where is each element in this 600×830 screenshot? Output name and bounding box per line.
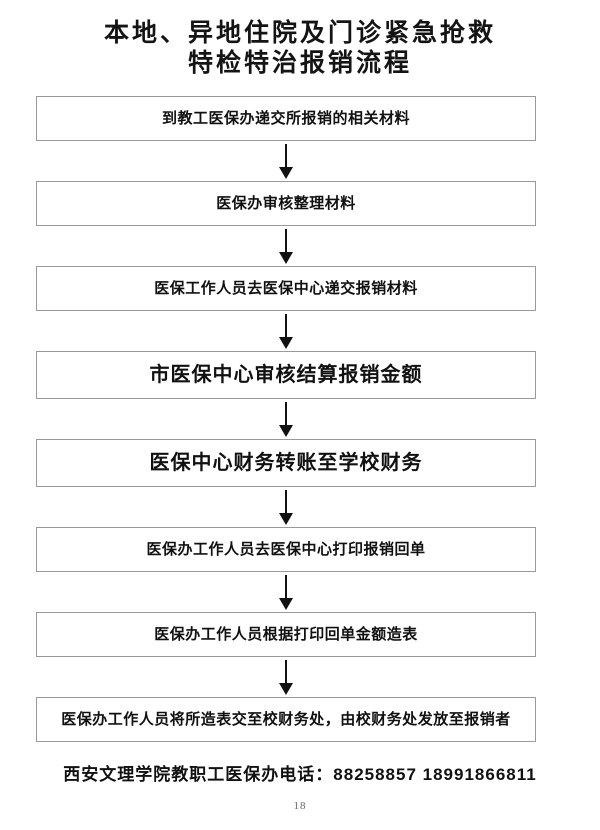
flow-connector-3 (36, 311, 536, 351)
flow-node-1-label: 到教工医保办递交所报销的相关材料 (161, 109, 410, 127)
down-arrow-icon-stem (285, 229, 287, 255)
flow-node-4: 市医保中心审核结算报销金额 (36, 351, 536, 399)
flow-node-7-label: 医保办工作人员根据打印回单金额造表 (154, 625, 418, 643)
down-arrow-icon (279, 167, 293, 179)
down-arrow-icon (279, 598, 293, 610)
flow-node-8-label: 医保办工作人员将所造表交至校财务处，由校财务处发放至报销者 (61, 710, 511, 728)
flow-connector-7 (36, 657, 536, 697)
flow-connector-1 (36, 141, 536, 181)
flow-node-6: 医保办工作人员去医保中心打印报销回单 (36, 527, 536, 572)
flow-node-8: 医保办工作人员将所造表交至校财务处，由校财务处发放至报销者 (36, 697, 536, 742)
flow-node-3-label: 医保工作人员去医保中心递交报销材料 (154, 279, 418, 297)
flow-node-2-label: 医保办审核整理材料 (216, 194, 356, 212)
flow-node-5-label: 医保中心财务转账至学校财务 (149, 452, 423, 474)
page-title-line-1: 本地、异地住院及门诊紧急抢救 (103, 19, 496, 47)
flow-node-4-label: 市医保中心审核结算报销金额 (149, 364, 423, 386)
flow-connector-2 (36, 226, 536, 266)
page-number: 18 (293, 800, 307, 812)
contact-info: 西安文理学院教职工医保办电话：88258857 18991866811 (63, 765, 537, 784)
down-arrow-icon (279, 337, 293, 349)
flow-node-2: 医保办审核整理材料 (36, 181, 536, 226)
down-arrow-icon (279, 683, 293, 695)
down-arrow-icon (279, 425, 293, 437)
down-arrow-icon-stem (285, 575, 287, 601)
down-arrow-icon-stem (285, 314, 287, 340)
flow-node-6-label: 医保办工作人员去医保中心打印报销回单 (146, 540, 426, 558)
flowchart: 到教工医保办递交所报销的相关材料 医保办审核整理材料 医保工作人员去医保中心递交… (36, 96, 536, 742)
down-arrow-icon-stem (285, 144, 287, 170)
down-arrow-icon-stem (285, 490, 287, 516)
down-arrow-icon (279, 513, 293, 525)
flow-connector-4 (36, 399, 536, 439)
flow-connector-5 (36, 487, 536, 527)
flow-connector-6 (36, 572, 536, 612)
down-arrow-icon (279, 252, 293, 264)
down-arrow-icon-stem (285, 402, 287, 428)
flow-node-3: 医保工作人员去医保中心递交报销材料 (36, 266, 536, 311)
flow-node-5: 医保中心财务转账至学校财务 (36, 439, 536, 487)
down-arrow-icon-stem (285, 660, 287, 686)
page-title-line-2: 特检特治报销流程 (187, 49, 412, 77)
flow-node-1: 到教工医保办递交所报销的相关材料 (36, 96, 536, 141)
page-title: 本地、异地住院及门诊紧急抢救 特检特治报销流程 (0, 18, 600, 78)
flow-node-7: 医保办工作人员根据打印回单金额造表 (36, 612, 536, 657)
